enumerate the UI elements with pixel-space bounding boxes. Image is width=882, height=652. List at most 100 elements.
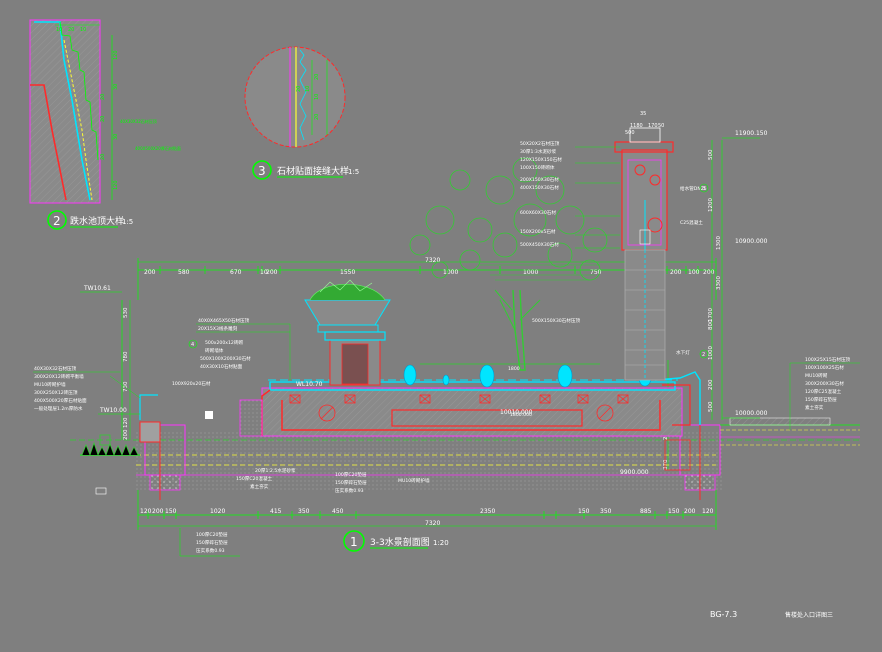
note-right-8: 150X200x5石材	[520, 228, 556, 235]
note-right-2: 120X150X150石材	[520, 156, 562, 163]
d2-dim-7: 20	[100, 116, 106, 122]
top-dim-0: 200	[144, 269, 156, 276]
d2-title-num: 2	[53, 214, 61, 228]
note-bottom-6: MU10砖砌护墙	[398, 477, 430, 484]
callout-2: 2	[702, 352, 705, 358]
top-dim-11: 100	[688, 269, 700, 276]
left-wall	[80, 394, 161, 495]
bot-dim-total: 7320	[425, 520, 440, 527]
note-right-6: 600X60X30石材	[520, 209, 556, 216]
top-dim-total: 7320	[425, 257, 440, 264]
note-bottom-5: 压实系数0.93	[335, 487, 364, 494]
left-vertical-dims: 530 780 730 120 200	[121, 300, 131, 440]
right-dim-1: 1200	[708, 198, 714, 212]
d2-dim-6: 20	[100, 94, 106, 100]
note-center-6: 100X920x20石材	[172, 380, 211, 387]
pier-dim-4: 35	[640, 111, 646, 117]
pipe-note: 给水管DN25	[680, 185, 707, 192]
elev-right-top: 11900.150	[735, 130, 768, 137]
note-fr-2: MU10砖砌	[805, 372, 828, 379]
bot-dim-6: 450	[332, 508, 344, 515]
detail-2-dims: 10 20 10 120 30 20 20 30 20 120 40X30X32…	[56, 27, 181, 190]
bot-dim-5: 350	[298, 508, 310, 515]
note-center-0: 40X0X465X50石材压顶	[198, 317, 250, 324]
detail-3-title: 3 石材贴面接缝大样 1:5	[252, 160, 359, 180]
d2-dim-1: 10	[56, 27, 62, 33]
sheet-footer: BG-7.3 售楼处入口详图三	[710, 610, 833, 619]
pier-dim-1: 1180	[630, 123, 643, 129]
right-vertical-dims: 500 1200 1300 800 3300 1700 1000 200 500…	[663, 140, 723, 470]
top-dim-1: 580	[178, 269, 190, 276]
note-right-5: 400X150X30石材	[520, 184, 559, 191]
note-center-2: 500x200x12砖砌	[205, 339, 243, 346]
note-fr-1: 100X100X25石材	[805, 364, 844, 371]
d2-dim-4: 120	[113, 50, 119, 60]
elev-left-mid: TW10.00	[99, 407, 127, 414]
d3-dim-5: 20	[314, 74, 320, 80]
note-right-3: 100X150砖砌体	[520, 164, 555, 171]
center-dim-1: 1800.000	[510, 412, 532, 418]
aquatic-plants	[403, 364, 652, 388]
note-right-1: 30厚1:3水泥砂浆	[520, 148, 557, 155]
d3-dim-2: 10	[305, 86, 311, 92]
planter	[304, 279, 391, 386]
elev-left-top: TW10.61	[83, 285, 111, 292]
top-dim-2: 670	[230, 269, 242, 276]
right-dim-6: 1000	[708, 346, 714, 360]
elevation-labels: TW10.61 TW10.00 WL10.70 11900.150 10900.…	[80, 130, 768, 476]
left-dim-1: 780	[123, 351, 129, 362]
detail-3-dims: 20 10 10 20 20	[296, 74, 320, 120]
note-bottom-9: 压实系数0.93	[196, 547, 225, 554]
note-bottom-1: 150厚C20混凝土	[236, 475, 273, 482]
elev-pool-bottom: 9900.000	[620, 469, 649, 476]
pool-anchors	[289, 394, 629, 422]
note-fr-0: 100X25X15石材压顶	[805, 356, 851, 363]
note-right-9: 500X450X30石材	[520, 241, 559, 248]
d3-title-text: 石材贴面接缝大样	[277, 165, 349, 177]
note-bottom-7: 100厚C20垫层	[196, 531, 228, 538]
right-dim-8: 500	[708, 401, 714, 412]
bot-dim-9: 350	[600, 508, 612, 515]
bot-dim-0: 120	[140, 508, 152, 515]
pier-dim-0: 500	[625, 130, 635, 136]
elev-wl: WL10.70	[296, 381, 323, 388]
bot-dim-12: 200	[684, 508, 696, 515]
note-left-5: 一般处理层1.2m厚防水	[34, 405, 83, 412]
note-fr-6: 素土夯实	[805, 404, 824, 411]
d3-title-scale: 1:5	[348, 168, 359, 176]
left-dim-2: 730	[123, 381, 129, 392]
right-dim-5: 1700	[708, 308, 714, 322]
center-notes: 40X0X465X50石材压顶 20X15X3线条雕刻 500x200x12砖砌…	[172, 317, 291, 419]
light-note: 水下灯	[676, 349, 690, 356]
bot-dim-10: 885	[640, 508, 652, 515]
d2-note-1: 40X30X32石材压顶	[120, 118, 157, 124]
note-left-1: 300X20X12砖砌平衡墙	[34, 373, 84, 380]
pool	[239, 371, 701, 437]
center-dim-0: 1800	[508, 366, 520, 372]
note-left-2: MU10砖砌护墙	[34, 381, 66, 388]
note-center-1: 20X15X3线条雕刻	[198, 325, 238, 332]
note-left-0: 40X30X32石材压顶	[34, 365, 77, 372]
top-dim-12: 200	[703, 269, 715, 276]
bot-dim-2: 150	[165, 508, 177, 515]
bot-dim-13: 120	[702, 508, 714, 515]
right-notes: 50X20X2石材压顶 30厚1:3水泥砂浆 120X150X150石材 100…	[520, 140, 709, 359]
elev-right-mid: 10900.000	[735, 238, 768, 245]
left-dim-4: 200	[123, 429, 129, 440]
bot-dim-1: 200	[152, 508, 164, 515]
left-notes: 40X30X32石材压顶 300X20X12砖砌平衡墙 MU10砖砌护墙 300…	[33, 365, 141, 412]
note-left-3: 300X250X12砖压顶	[34, 389, 78, 396]
note-bottom-2: 素土夯实	[250, 483, 269, 490]
sheet-number: BG-7.3	[710, 610, 737, 619]
note-bottom-4: 150厚碎石垫层	[335, 479, 367, 486]
d3-dim-1: 20	[296, 86, 302, 92]
foundation	[70, 424, 860, 500]
elev-right-grade: 10000.000	[735, 410, 768, 417]
note-center-3: 砖砌墙体	[205, 347, 224, 354]
pier-dim-3: 50	[658, 123, 664, 129]
right-pier: 500 1180 170 50 35	[614, 111, 674, 381]
d3-dim-3: 10	[314, 94, 320, 100]
section-title-scale: 1:20	[433, 539, 449, 547]
callout-4: 4	[191, 342, 194, 348]
section-title-num: 1	[350, 535, 358, 549]
